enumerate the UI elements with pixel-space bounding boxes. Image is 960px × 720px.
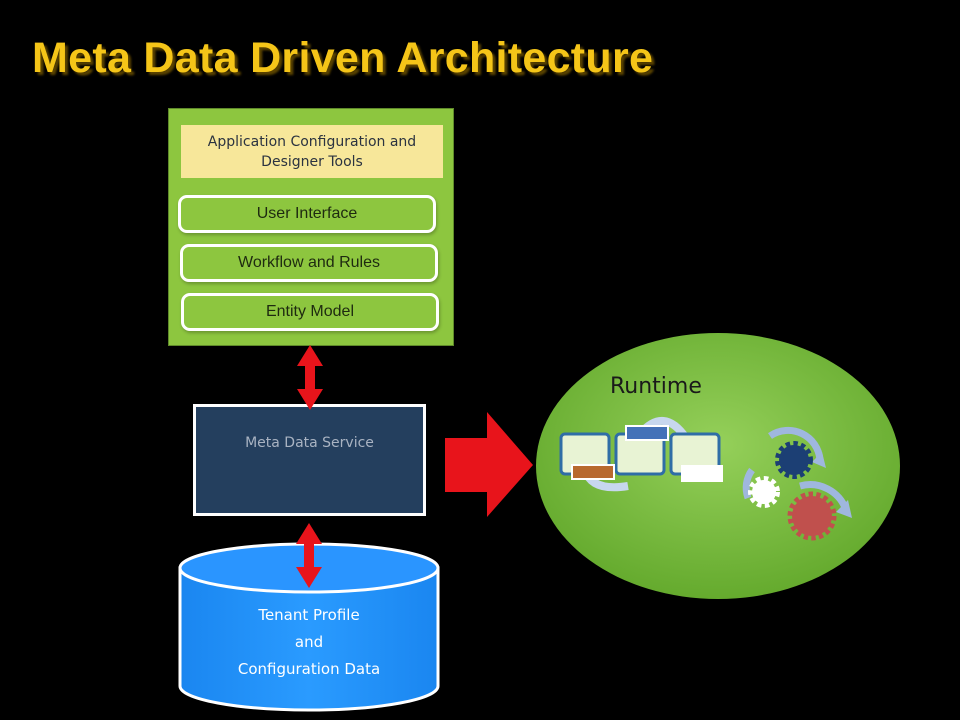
datastore-label: Tenant Profile and Configuration Data xyxy=(180,602,438,683)
datastore-line-1: Tenant Profile xyxy=(258,606,360,624)
meta-data-service-box: Meta Data Service xyxy=(193,404,426,516)
datastore-line-3: Configuration Data xyxy=(237,660,381,678)
gears-icon xyxy=(742,426,852,541)
page-title: Meta Data Driven Architecture xyxy=(32,34,654,82)
double-arrow-top xyxy=(297,345,323,410)
datastore-line-2: and xyxy=(294,633,324,651)
double-arrow-bottom xyxy=(296,523,322,588)
designer-tools-panel: Application Configuration and Designer T… xyxy=(168,108,454,346)
entity-model-layer: Entity Model xyxy=(181,293,439,331)
user-interface-layer: User Interface xyxy=(178,195,436,233)
right-arrow xyxy=(445,412,533,517)
runtime-label: Runtime xyxy=(610,374,702,399)
datastore-cylinder xyxy=(178,542,440,712)
workflow-rules-layer: Workflow and Rules xyxy=(180,244,438,282)
designer-tools-header: Application Configuration and Designer T… xyxy=(181,125,443,178)
process-windows-icon xyxy=(559,416,723,492)
